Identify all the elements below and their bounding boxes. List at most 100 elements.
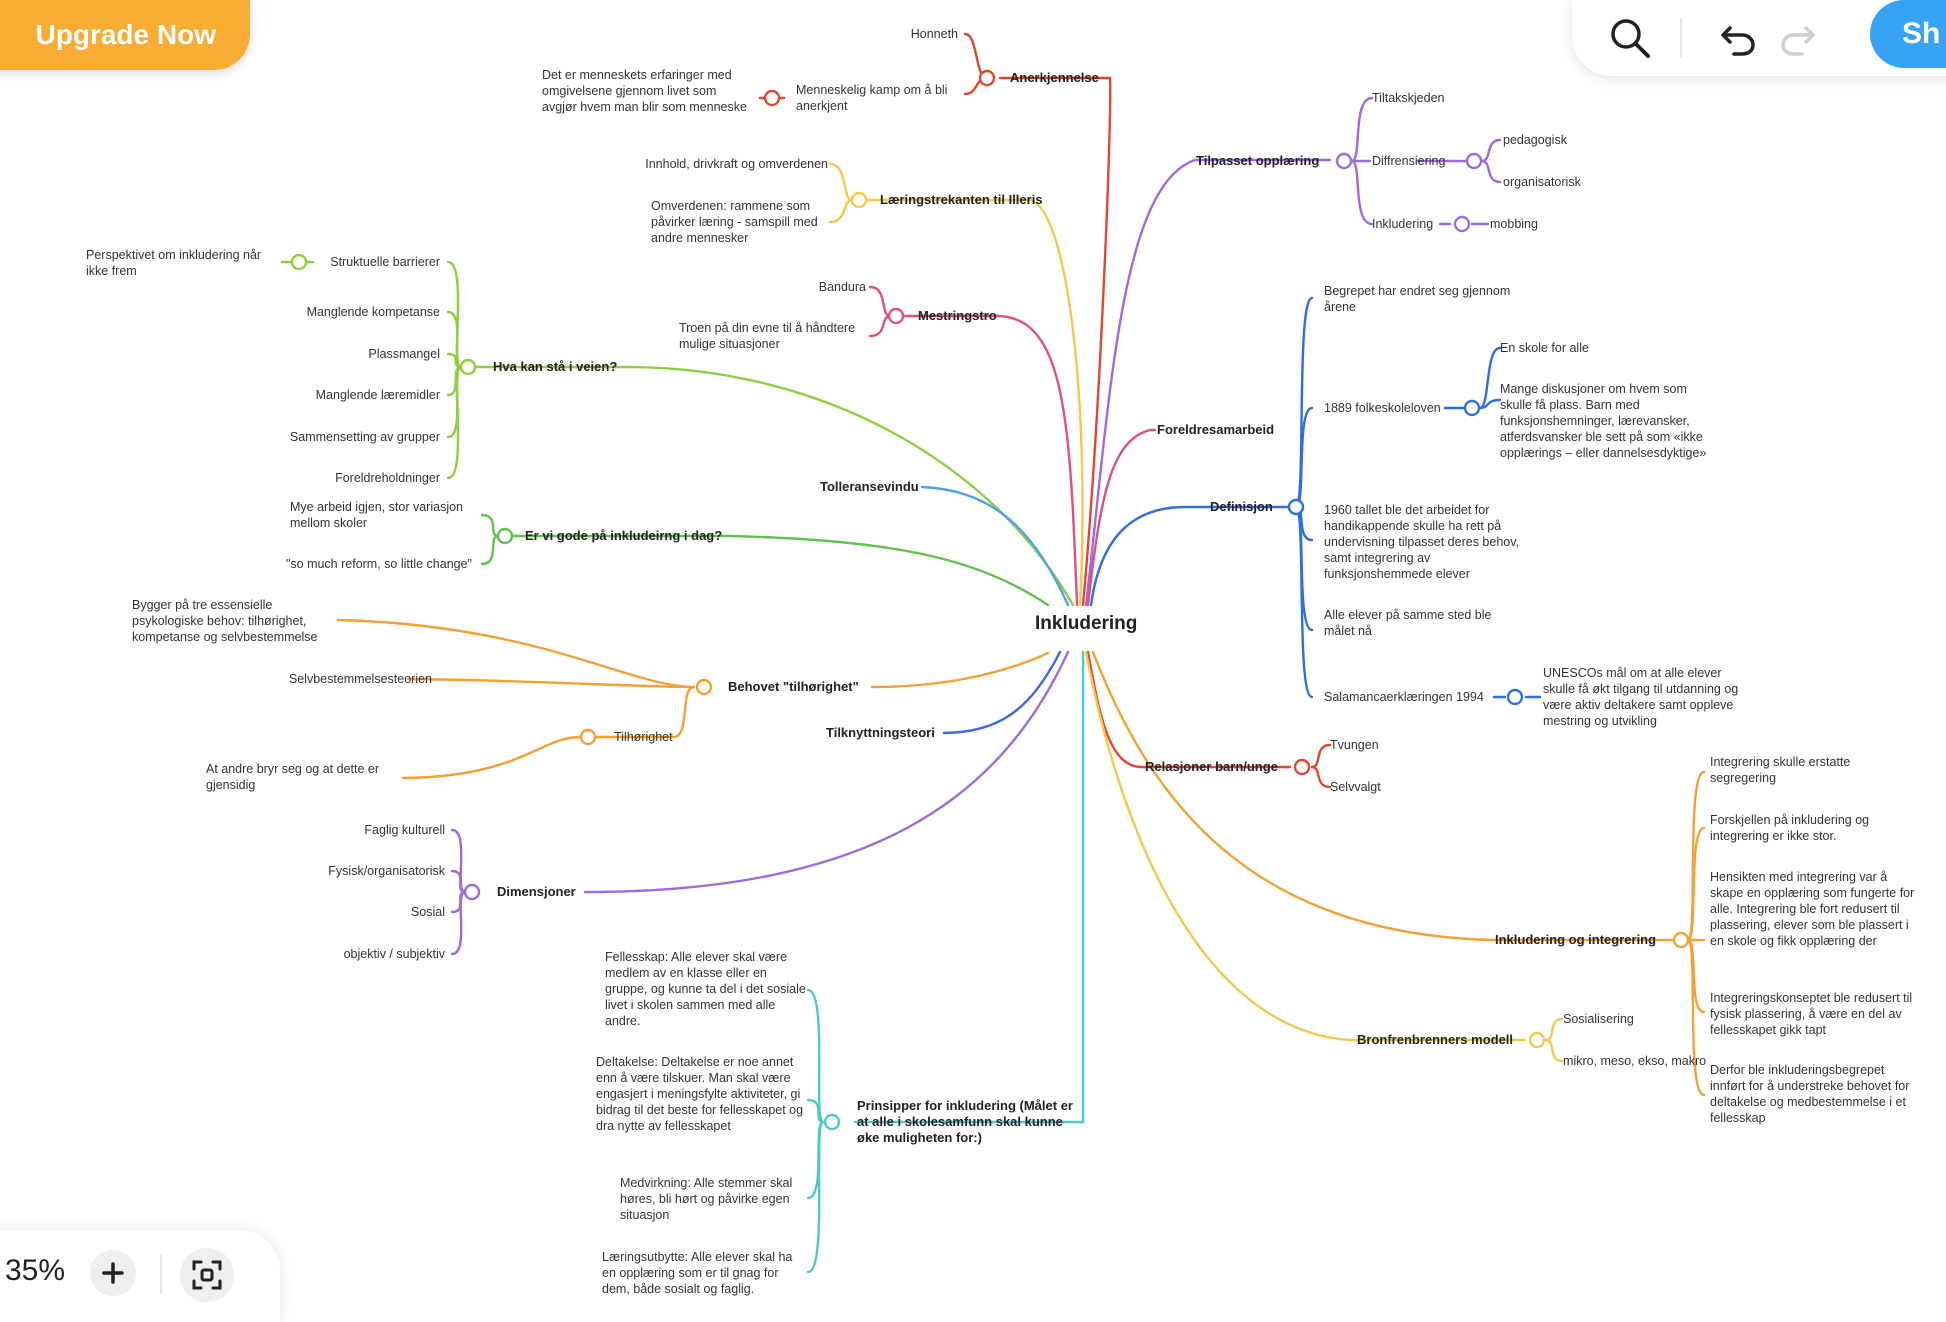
node-fysisk-organisatorisk[interactable]: Fysisk/organisatorisk bbox=[328, 864, 445, 878]
node-begrepet[interactable]: Begrepet har endret seg gjennom årene bbox=[1324, 284, 1511, 314]
node-int-forskjellen[interactable]: Forskjellen på inkludering og integrerin… bbox=[1710, 813, 1870, 843]
node-1960[interactable]: 1960 tallet ble det arbeidet for handika… bbox=[1324, 503, 1520, 581]
node-at-andre-bryr[interactable]: At andre bryr seg og at dette er gjensid… bbox=[206, 762, 380, 792]
node-diffrensiering[interactable]: Diffrensiering bbox=[1372, 154, 1446, 168]
node-prinsipper[interactable]: Prinsipper for inkludering (Målet er at … bbox=[857, 1098, 1073, 1145]
joint-anerkjennelse[interactable] bbox=[978, 69, 996, 87]
node-omverdenen[interactable]: Omverdenen: rammene som påvirker læring … bbox=[651, 199, 818, 245]
joint-dimensjoner[interactable] bbox=[463, 883, 481, 901]
node-relasjoner[interactable]: Relasjoner barn/unge bbox=[1145, 759, 1278, 774]
node-manglende-kompetanse[interactable]: Manglende kompetanse bbox=[306, 305, 440, 319]
node-er-vi-gode[interactable]: Er vi gode på inkludeirng i dag? bbox=[525, 528, 723, 543]
joint-inkl-integrering[interactable] bbox=[1672, 931, 1690, 949]
joint-prinsipper[interactable] bbox=[823, 1113, 841, 1131]
node-bandura[interactable]: Bandura bbox=[818, 280, 866, 294]
node-inkludering-child[interactable]: Inkludering bbox=[1372, 217, 1434, 231]
node-inkludering-og-integrering[interactable]: Inkludering og integrering bbox=[1495, 932, 1657, 947]
node-sammensetting[interactable]: Sammensetting av grupper bbox=[289, 430, 440, 444]
child-line-tvungen bbox=[1310, 743, 1332, 769]
joint-behovet[interactable] bbox=[695, 678, 713, 696]
node-unesco[interactable]: UNESCOs mål om at alle elever skulle få … bbox=[1543, 666, 1739, 728]
node-tiltakskjeden[interactable]: Tiltakskjeden bbox=[1372, 91, 1445, 105]
joint-diffrensiering[interactable] bbox=[1465, 152, 1483, 170]
node-dimensjoner[interactable]: Dimensjoner bbox=[497, 884, 576, 899]
node-definisjon[interactable]: Definisjon bbox=[1210, 499, 1273, 514]
node-anerkjennelse[interactable]: Anerkjennelse bbox=[1010, 70, 1099, 85]
node-honneth[interactable]: Honneth bbox=[910, 27, 958, 41]
node-perspektivet[interactable]: Perspektivet om inkludering når ikke fre… bbox=[86, 248, 262, 278]
joint-mestringstro[interactable] bbox=[887, 307, 905, 325]
joint-tilhorighet[interactable] bbox=[579, 728, 597, 746]
node-bygger-pa-tre[interactable]: Bygger på tre essensielle psykologiske b… bbox=[132, 598, 318, 644]
node-mobbing[interactable]: mobbing bbox=[1490, 217, 1538, 231]
node-foreldresamarbeid[interactable]: Foreldresamarbeid bbox=[1157, 422, 1275, 437]
fit-to-screen-button[interactable] bbox=[180, 1248, 234, 1302]
node-sosialisering[interactable]: Sosialisering bbox=[1563, 1012, 1634, 1026]
node-int-derfor[interactable]: Derfor ble inkluderingsbegrepet innført … bbox=[1710, 1063, 1910, 1125]
share-button[interactable]: Sh bbox=[1870, 0, 1946, 68]
node-faglig-kulturell[interactable]: Faglig kulturell bbox=[364, 823, 445, 837]
node-hva-kan-sta-i-veien[interactable]: Hva kan stå i veien? bbox=[493, 359, 618, 374]
node-mestringstro[interactable]: Mestringstro bbox=[918, 308, 997, 323]
node-bronfenbrenner[interactable]: Bronfrenbrenners modell bbox=[1357, 1032, 1514, 1047]
undo-button[interactable] bbox=[1710, 10, 1766, 66]
joint-er-vi-gode[interactable] bbox=[496, 527, 514, 545]
joint-definisjon[interactable] bbox=[1287, 498, 1305, 516]
node-manglende-laeremidler[interactable]: Manglende læremidler bbox=[315, 388, 440, 402]
root-node[interactable]: Inkludering bbox=[1035, 613, 1138, 634]
node-organisatorisk[interactable]: organisatorisk bbox=[1503, 175, 1581, 189]
upgrade-now-button[interactable]: Upgrade Now bbox=[0, 0, 250, 70]
zoom-bar: 35% bbox=[0, 1230, 280, 1322]
node-skole-for-alle[interactable]: En skole for alle bbox=[1500, 341, 1589, 355]
branch-line-hva-kan bbox=[473, 365, 1075, 607]
node-int-erstatte[interactable]: Integrering skulle erstatte segregering bbox=[1710, 755, 1851, 785]
node-foreldreholdninger[interactable]: Foreldreholdninger bbox=[335, 471, 440, 485]
node-so-much-reform[interactable]: "so much reform, so little change" bbox=[285, 557, 472, 571]
node-mikro-meso[interactable]: mikro, meso, ekso, makro bbox=[1563, 1054, 1707, 1068]
joint-bronfenbrenner[interactable] bbox=[1528, 1031, 1546, 1049]
joint-kamp[interactable] bbox=[763, 89, 781, 107]
node-menneskelig-kamp[interactable]: Menneskelig kamp om å bli anerkjent bbox=[796, 83, 948, 113]
child-line-alle bbox=[1294, 505, 1314, 632]
joint-salamanca[interactable] bbox=[1506, 688, 1524, 706]
node-diskusjoner[interactable]: Mange diskusjoner om hvem som skulle få … bbox=[1500, 382, 1707, 460]
joint-hva-kan[interactable] bbox=[459, 358, 477, 376]
node-mye-arbeid[interactable]: Mye arbeid igjen, stor variasjon mellom … bbox=[290, 500, 463, 530]
node-laeringstrekanten[interactable]: Læringstrekanten til Illeris bbox=[880, 192, 1043, 207]
node-fellesskap[interactable]: Fellesskap: Alle elever skal være medlem… bbox=[605, 950, 806, 1028]
branch-line-mestringstro bbox=[901, 314, 1079, 607]
node-menneskets-erfaringer[interactable]: Det er menneskets erfaringer med omgivel… bbox=[542, 68, 747, 114]
node-tilknytningsteori[interactable]: Tilknyttningsteori bbox=[826, 725, 935, 740]
node-tolleransevindu[interactable]: Tolleransevindu bbox=[820, 479, 919, 494]
node-tilpasset-opplaering[interactable]: Tilpasset opplæring bbox=[1196, 153, 1320, 168]
node-objektiv-subjektiv[interactable]: objektiv / subjektiv bbox=[343, 947, 445, 961]
node-int-hensikten[interactable]: Hensikten med integrering var å skape en… bbox=[1710, 870, 1915, 948]
redo-button[interactable] bbox=[1770, 10, 1826, 66]
node-sosial[interactable]: Sosial bbox=[410, 905, 445, 919]
joint-laeringstrekanten[interactable] bbox=[850, 191, 868, 209]
node-alle-elever[interactable]: Alle elever på samme sted ble målet nå bbox=[1324, 608, 1492, 638]
node-pedagogisk[interactable]: pedagogisk bbox=[1503, 133, 1567, 147]
node-1889[interactable]: 1889 folkeskoleloven bbox=[1324, 401, 1441, 415]
node-innhold[interactable]: Innhold, drivkraft og omverdenen bbox=[645, 157, 828, 171]
node-laeringsutbytte[interactable]: Læringsutbytte: Alle elever skal ha en o… bbox=[602, 1250, 793, 1296]
node-tvungen[interactable]: Tvungen bbox=[1330, 738, 1379, 752]
node-selvvalgt[interactable]: Selvvalgt bbox=[1330, 780, 1381, 794]
search-button[interactable] bbox=[1602, 10, 1658, 66]
node-struktuelle-barrierer[interactable]: Struktuelle barrierer bbox=[330, 255, 440, 269]
zoom-in-button[interactable] bbox=[90, 1250, 136, 1296]
node-medvirkning[interactable]: Medvirkning: Alle stemmer skal høres, bl… bbox=[620, 1176, 793, 1222]
node-selvbestemmelsesteorien[interactable]: Selvbestemmelsesteorien bbox=[288, 672, 432, 686]
node-behovet-tilhorighet[interactable]: Behovet "tilhørighet" bbox=[728, 679, 859, 694]
node-salamanca[interactable]: Salamancaerklæringen 1994 bbox=[1324, 690, 1484, 704]
node-plassmangel[interactable]: Plassmangel bbox=[368, 347, 440, 361]
joint-strukt[interactable] bbox=[290, 253, 308, 271]
joint-inkludering[interactable] bbox=[1453, 215, 1471, 233]
node-deltakelse[interactable]: Deltakelse: Deltakelse er noe annet enn … bbox=[596, 1055, 804, 1133]
joint-relasjoner[interactable] bbox=[1293, 758, 1311, 776]
joint-tilpasset[interactable] bbox=[1335, 152, 1353, 170]
node-troen[interactable]: Troen på din evne til å håndtere mulige … bbox=[679, 321, 856, 351]
node-tilhorighet[interactable]: Tilhørighet bbox=[614, 730, 673, 744]
node-int-konseptet[interactable]: Integreringskonseptet ble redusert til f… bbox=[1710, 991, 1913, 1037]
joint-1889[interactable] bbox=[1463, 399, 1481, 417]
